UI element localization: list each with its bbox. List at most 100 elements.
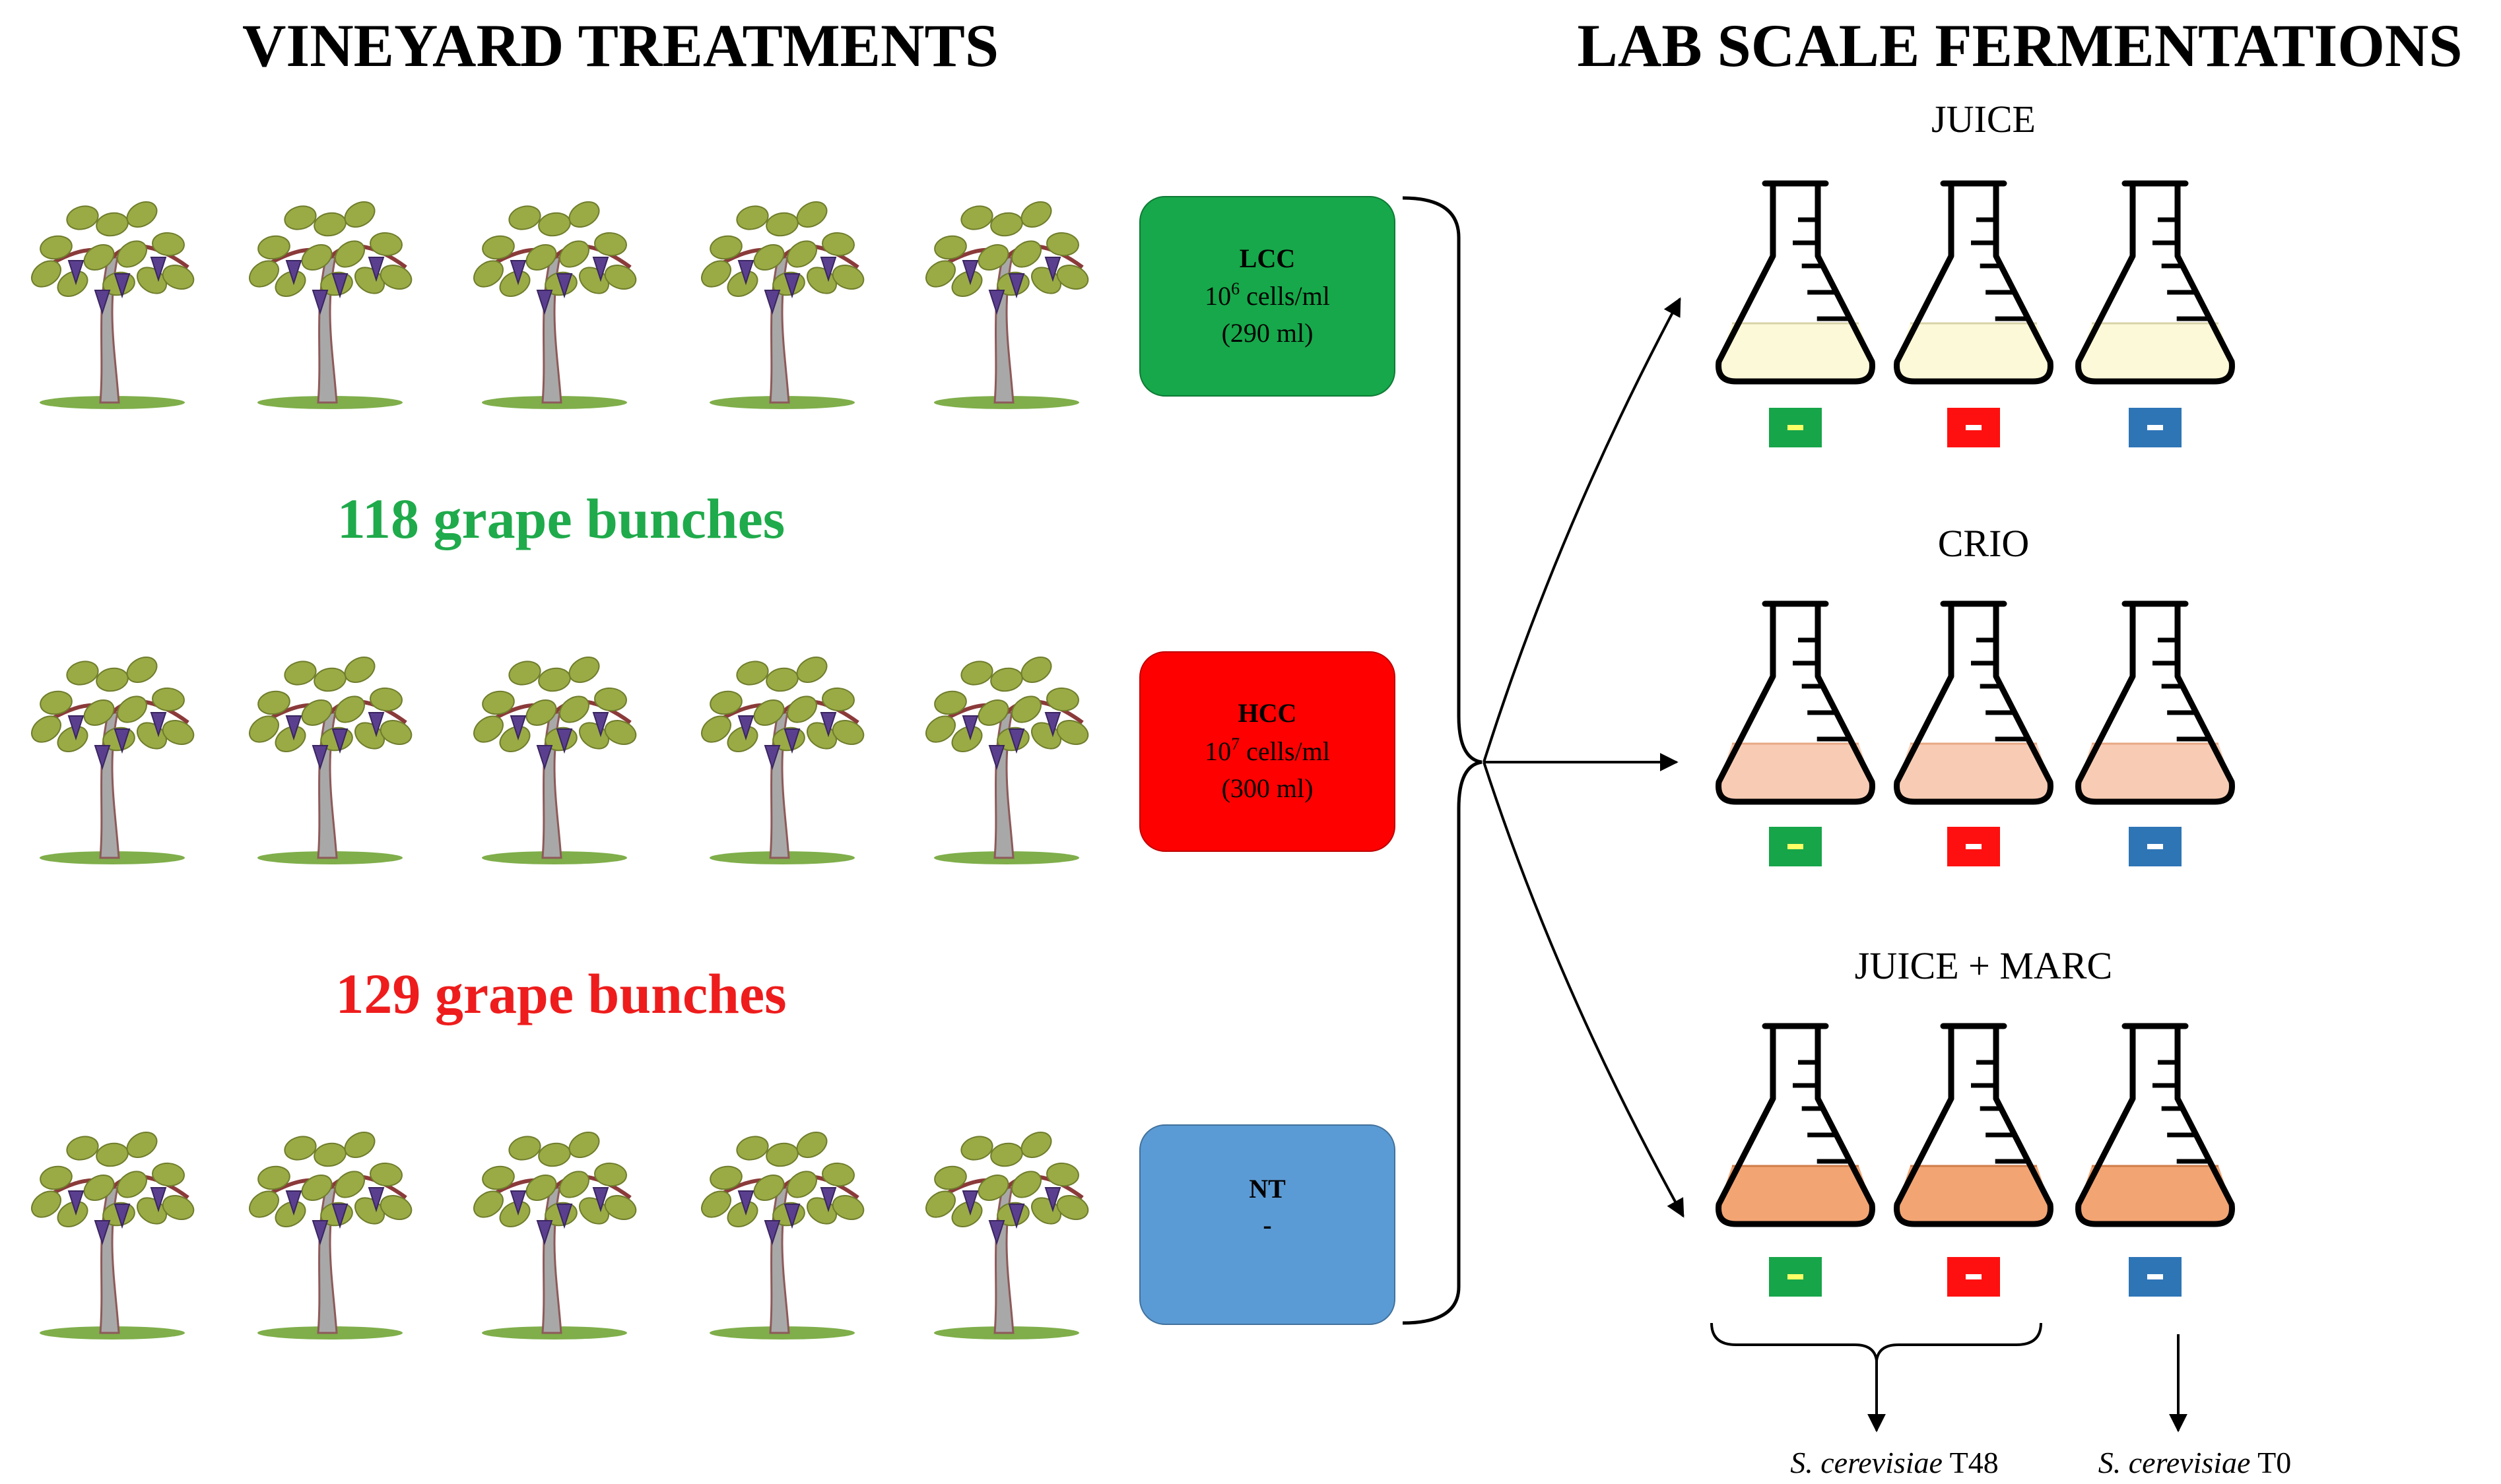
grape-bunch [368,257,385,282]
flask [2075,180,2235,385]
grape-bunch [510,260,527,286]
grape-bunch [150,1187,167,1213]
flask-outline [1716,183,1875,385]
treatment-marker-nt [2129,827,2182,866]
vine-leaf [787,1171,817,1198]
grape-bunch [962,715,979,741]
vine-leaf [344,1132,376,1158]
grape-bunch [312,745,329,771]
treatment-hcc-concentration: 107 cells/ml [1205,734,1330,766]
marker-dash [1787,844,1803,849]
treatment-marker-lcc [1769,1257,1822,1297]
grape-bunch [737,1190,754,1216]
vine-icon [473,1132,637,1339]
vine-leaf [978,1175,1009,1201]
grape-bunch [1044,257,1061,282]
vine-leaf [1046,687,1079,712]
vine-leaf [117,240,147,268]
vine-leaf [301,244,333,271]
vine-icon [701,201,865,409]
vine-leaf [40,690,73,715]
vine-icon [473,657,637,864]
vine-leaf [370,687,403,712]
treatment-marker-nt [2129,1257,2182,1297]
treatment-lcc-concentration: 106 cells/ml [1205,279,1330,311]
vine-leaf [1046,232,1079,257]
treatment-box-lcc: LCC 106 cells/ml (290 ml) [1139,196,1395,397]
treatment-hcc-volume: (300 ml) [1222,773,1314,803]
vine-leaf [727,726,758,752]
grape-bunch [150,257,167,282]
treatment-hcc-base: 10 [1205,736,1231,766]
grape-bunch [331,273,349,299]
vine-leaf [1056,265,1089,290]
vine-leaf [736,661,769,686]
outcome-t0-species: S. cerevisiae [2098,1446,2251,1479]
vine-leaf [31,715,61,743]
grape-bunch [1044,1187,1061,1213]
vine-leaf [301,1175,333,1201]
grape-bunch [784,1204,801,1229]
vine-leaf [83,699,115,726]
grape-bunch [1044,712,1061,738]
grape-bunch [962,1190,979,1216]
vine-leaf [766,212,799,237]
vine-leaf [951,271,983,297]
vine-icon [249,1132,413,1339]
vine-leaf [787,695,817,723]
vine-leaf [832,265,865,290]
vine-leaf [822,687,855,712]
vine-leaf [832,720,865,745]
outcome-t0-time: T0 [2250,1446,2291,1479]
arrow-to-juice [1483,297,1681,763]
grape-bunch [784,273,801,299]
vine-leaf [604,720,637,745]
grape-bunch [784,728,801,754]
vine-leaf [990,212,1023,237]
vine-leaf [568,657,600,683]
vine-leaf [960,661,993,686]
grape-bunch [285,1190,302,1216]
vine-leaf [335,240,365,268]
vine-leaf [766,667,799,692]
lcc-bunch-count: 118 grape bunches [337,487,785,550]
vine-leaf [57,271,88,297]
treatment-lcc-name: LCC [1240,243,1295,273]
treatment-lcc-unit: cells/ml [1240,281,1330,311]
flask-outline [1894,604,2053,805]
flask-liquid [1896,323,2051,381]
grape-bunch [988,745,1005,771]
outcome-t48-time: T48 [1943,1446,1999,1479]
grape-bunch [737,715,754,741]
grape-bunch [556,728,573,754]
bottom-bracket [1710,1322,2042,1361]
vine-leaf [152,1162,185,1187]
vine-leaf [753,699,785,726]
treatment-lcc-exponent: 6 [1231,279,1240,298]
grape-bunch [67,1190,84,1216]
flask-liquid [2078,323,2232,381]
flask-liquid [2078,744,2232,802]
flask-outline [1716,1026,1875,1227]
grape-bunch [556,273,573,299]
grape-bunch [510,1190,527,1216]
grape-bunch [312,1220,329,1246]
flask-liquid [1896,744,2051,802]
vine-leaf [951,726,983,752]
flask-liquid [1718,744,1873,802]
grape-bunch [820,1187,837,1213]
vine-leaf [925,1190,956,1218]
vine-leaf [314,212,347,237]
grape-bunch [94,1220,111,1246]
vine-leaf [934,690,967,715]
grape-bunch [114,728,131,754]
treatment-marker-hcc [1947,1257,2000,1297]
grape-bunch [1008,728,1025,754]
vine-leaf [57,726,88,752]
grape-bunch [312,290,329,315]
vine-leaf [482,235,515,260]
grape-bunch [331,728,349,754]
treatment-box-hcc-bg [1139,651,1395,852]
vine-leaf [284,205,317,230]
